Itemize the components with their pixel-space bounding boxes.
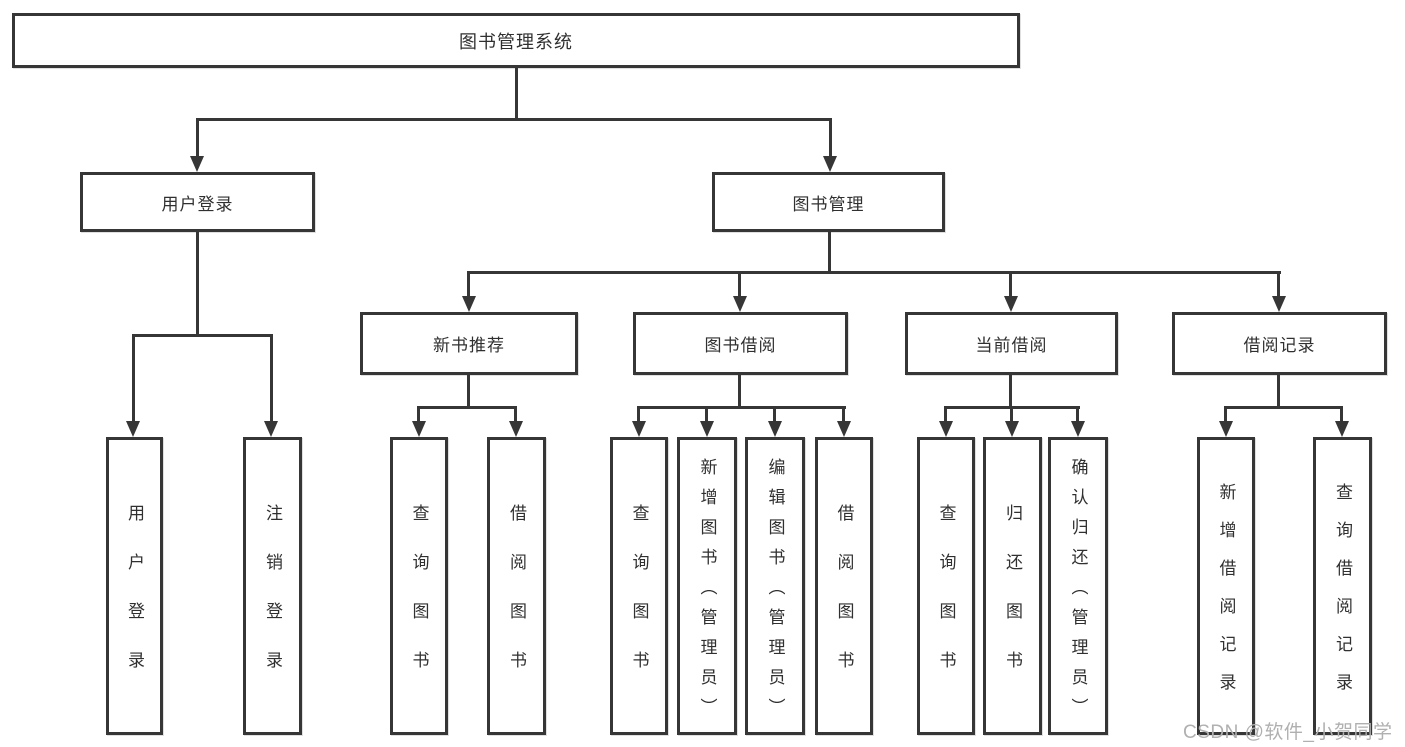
arrow-down-icon [1272,296,1286,312]
leaf-label: 查询图书 [629,504,649,700]
leaf-label: 借阅图书 [834,504,854,700]
connector-line [1277,375,1280,408]
connector-line [637,406,846,409]
arrow-down-icon [1219,421,1233,437]
connector-line [1009,271,1012,296]
connector-line [196,232,199,337]
node-user-login: 用户登录 [80,172,315,232]
arrow-down-icon [509,421,523,437]
leaf-confirm-return-admin: 确认归还（管理员） [1048,437,1108,735]
arrow-down-icon [939,421,953,437]
node-book-management: 图书管理 [712,172,945,232]
leaf-borrow-book-2: 借阅图书 [815,437,873,735]
arrow-down-icon [126,421,140,437]
connector-line [1277,271,1280,296]
connector-line [1224,406,1227,421]
arrow-down-icon [264,421,278,437]
arrow-down-icon [768,421,782,437]
arrow-down-icon [1005,421,1019,437]
leaf-label: 归还图书 [1003,504,1022,700]
connector-line [944,406,947,421]
connector-line [637,406,640,421]
connector-line [1010,406,1013,421]
connector-line [467,271,1281,274]
leaf-user-login: 用户登录 [106,437,163,735]
leaf-label: 查询图书 [409,504,429,700]
connector-line [467,375,470,408]
node-root: 图书管理系统 [12,13,1020,68]
arrow-down-icon [1004,296,1018,312]
leaf-label: 确认归还（管理员） [1068,457,1088,728]
arrow-down-icon [733,296,747,312]
connector-line [514,406,517,421]
connector-line [515,68,518,119]
arrow-down-icon [632,421,646,437]
leaf-add-book-admin: 新增图书（管理员） [677,437,737,735]
node-borrow-record: 借阅记录 [1172,312,1387,375]
arrow-down-icon [823,156,837,172]
leaf-query-book-2: 查询图书 [610,437,668,735]
connector-line [417,406,517,409]
leaf-add-borrow-record: 新增借阅记录 [1197,437,1255,735]
arrow-down-icon [700,421,714,437]
connector-line [1076,406,1079,421]
watermark-text: CSDN @软件_小贺同学 [1183,722,1393,743]
leaf-logout: 注销登录 [243,437,302,735]
leaf-return-book: 归还图书 [983,437,1042,735]
connector-line [1340,406,1343,421]
leaf-query-book-3: 查询图书 [917,437,975,735]
connector-line [842,406,845,421]
arrow-down-icon [190,156,204,172]
connector-line [132,334,135,421]
leaf-label: 注销登录 [263,504,282,700]
node-current-borrow: 当前借阅 [905,312,1118,375]
connector-line [773,406,776,421]
leaf-query-book-1: 查询图书 [390,437,448,735]
arrow-down-icon [412,421,426,437]
connector-line [1224,406,1343,409]
leaf-label: 编辑图书（管理员） [765,457,785,728]
leaf-borrow-book-1: 借阅图书 [487,437,546,735]
connector-line [738,375,741,408]
leaf-label: 用户登录 [125,504,144,700]
connector-line [132,334,273,337]
node-book-borrow: 图书借阅 [633,312,848,375]
leaf-label: 查询图书 [936,504,956,700]
connector-line [1009,375,1012,408]
leaf-label: 借阅图书 [507,504,526,700]
leaf-label: 查询借阅记录 [1333,482,1352,711]
connector-line [828,232,831,273]
connector-line [705,406,708,421]
leaf-edit-book-admin: 编辑图书（管理员） [745,437,805,735]
connector-line [196,118,199,156]
connector-line [196,118,832,121]
connector-line [467,271,470,296]
connector-line [829,118,832,156]
leaf-query-borrow-record: 查询借阅记录 [1313,437,1372,735]
connector-line [270,334,273,421]
arrow-down-icon [837,421,851,437]
leaf-label: 新增借阅记录 [1216,482,1236,711]
leaf-label: 新增图书（管理员） [697,457,717,728]
connector-line [417,406,420,421]
arrow-down-icon [1071,421,1085,437]
arrow-down-icon [462,296,476,312]
arrow-down-icon [1335,421,1349,437]
connector-line [738,271,741,296]
node-new-book-recommend: 新书推荐 [360,312,578,375]
